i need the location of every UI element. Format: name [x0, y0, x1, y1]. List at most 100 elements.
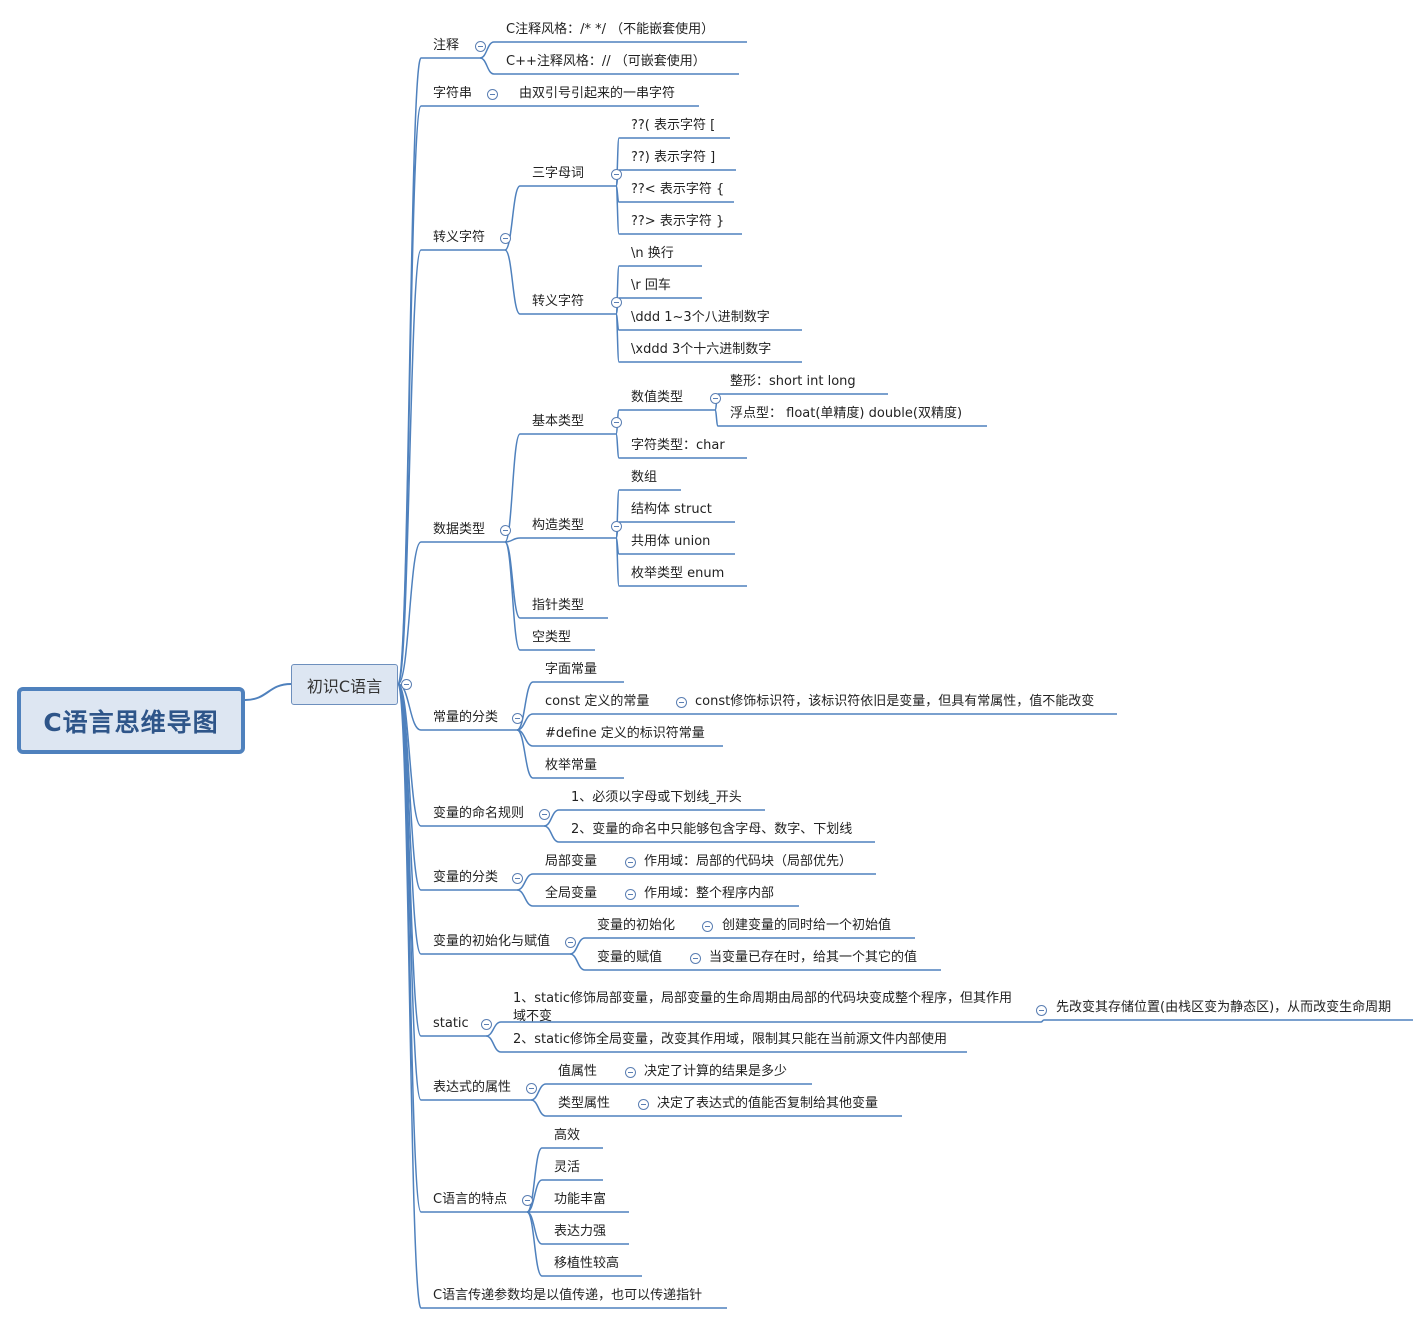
topic-node-5[interactable]: 由双引号引起来的一串字符	[519, 86, 676, 101]
topic-node-23[interactable]: 构造类型	[532, 518, 585, 533]
topic-node-48[interactable]: 当变量已存在时，给其一个其它的值	[709, 950, 918, 965]
topic-node-51[interactable]: 先改变其存储位置(由栈区变为静态区)，从而改变生命周期	[1056, 1000, 1392, 1015]
connector-branches-2-children-1-label	[504, 249, 521, 315]
branch-5-collapse-icon[interactable]	[539, 809, 550, 820]
topic-node-50[interactable]: 1、static修饰局部变量，局部变量的生命周期由局部的代码块变成整个程序，但其…	[513, 991, 1012, 1024]
main-to-branch-7	[397, 683, 422, 955]
main-topic-label: 初识C语言	[306, 676, 383, 696]
main-to-branch-10	[397, 683, 422, 1213]
topic-node-44[interactable]: 变量的初始化与赋值	[433, 934, 551, 949]
topic-node-47[interactable]: 变量的赋值	[597, 950, 663, 965]
topic-node-7[interactable]: 三字母词	[532, 166, 585, 181]
root-topic[interactable]: C语言思维导图	[17, 687, 245, 754]
topic-node-29[interactable]: 空类型	[532, 630, 572, 645]
topic-node-45[interactable]: 变量的初始化	[597, 918, 676, 933]
main-topic-collapse-icon[interactable]	[401, 679, 412, 690]
topic-node-52[interactable]: 2、static修饰全局变量，改变其作用域，限制其只能在当前源文件内部使用	[513, 1032, 947, 1047]
branch-9-collapse-icon[interactable]	[526, 1083, 537, 1094]
topic-node-26[interactable]: 共用体 union	[631, 534, 711, 549]
node-branches-7-children-0-label-collapse-icon[interactable]	[702, 921, 713, 932]
topic-node-46[interactable]: 创建变量的同时给一个初始值	[722, 918, 892, 933]
node-branches-4-children-1-label-collapse-icon[interactable]	[676, 697, 687, 708]
node-branches-8-children-0-label-collapse-icon[interactable]	[1036, 1005, 1047, 1016]
topic-node-53[interactable]: 表达式的属性	[433, 1080, 512, 1095]
topic-node-17[interactable]: 数据类型	[433, 522, 486, 537]
topic-node-21[interactable]: 浮点型： float(单精度) double(双精度)	[730, 406, 963, 421]
topic-node-8[interactable]: ??( 表示字符 [	[631, 118, 716, 133]
topic-node-9[interactable]: ??) 表示字符 ]	[631, 150, 716, 165]
topic-node-4[interactable]: 字符串	[433, 86, 473, 101]
node-branches-3-children-1-label-collapse-icon[interactable]	[611, 521, 622, 532]
topic-node-40[interactable]: 局部变量	[545, 854, 598, 869]
topic-node-38[interactable]: 2、变量的命名中只能够包含字母、数字、下划线	[571, 822, 853, 837]
branch-3-collapse-icon[interactable]	[500, 525, 511, 536]
topic-node-49[interactable]: static	[433, 1016, 469, 1031]
topic-node-20[interactable]: 整形：short int long	[730, 374, 856, 389]
topic-node-39[interactable]: 变量的分类	[433, 870, 499, 885]
node-branches-2-children-0-label-collapse-icon[interactable]	[611, 169, 622, 180]
topic-node-41[interactable]: 作用域：局部的代码块（局部优先）	[644, 854, 853, 869]
node-branches-9-children-0-label-collapse-icon[interactable]	[625, 1067, 636, 1078]
node-branches-6-children-1-label-collapse-icon[interactable]	[625, 889, 636, 900]
topic-node-59[interactable]: 高效	[554, 1128, 581, 1143]
topic-node-11[interactable]: ??> 表示字符 }	[631, 214, 725, 229]
branch-10-collapse-icon[interactable]	[522, 1195, 533, 1206]
branch-2-collapse-icon[interactable]	[500, 233, 511, 244]
topic-node-61[interactable]: 功能丰富	[554, 1192, 607, 1207]
topic-node-3[interactable]: C++注释风格：// （可嵌套使用）	[506, 54, 706, 69]
connector-branches-6-children-1-label	[516, 889, 534, 907]
topic-node-10[interactable]: ??< 表示字符 {	[631, 182, 725, 197]
topic-node-43[interactable]: 作用域：整个程序内部	[644, 886, 775, 901]
topic-node-13[interactable]: \n 换行	[631, 246, 674, 261]
node-branches-2-children-1-label-collapse-icon[interactable]	[611, 297, 622, 308]
branch-7-collapse-icon[interactable]	[565, 937, 576, 948]
node-branches-6-children-0-label-collapse-icon[interactable]	[625, 857, 636, 868]
topic-node-37[interactable]: 1、必须以字母或下划线_开头	[571, 790, 742, 805]
topic-node-32[interactable]: const 定义的常量	[545, 694, 650, 709]
node-branches-3-children-0-children-0-label-collapse-icon[interactable]	[710, 393, 721, 404]
topic-node-58[interactable]: C语言的特点	[433, 1192, 508, 1207]
topic-node-60[interactable]: 灵活	[554, 1160, 581, 1175]
topic-node-22[interactable]: 字符类型：char	[631, 438, 725, 453]
connector-branches-4-children-2-label	[516, 729, 534, 747]
topic-node-63[interactable]: 移植性较高	[554, 1256, 620, 1271]
branch-8-collapse-icon[interactable]	[481, 1019, 492, 1030]
topic-node-14[interactable]: \r 回车	[631, 278, 671, 293]
main-topic[interactable]: 初识C语言	[291, 664, 398, 705]
topic-node-35[interactable]: 枚举常量	[545, 758, 598, 773]
branch-1-collapse-icon[interactable]	[487, 89, 498, 100]
topic-node-25[interactable]: 结构体 struct	[631, 502, 712, 517]
topic-node-16[interactable]: \xddd 3个十六进制数字	[631, 342, 772, 357]
topic-node-18[interactable]: 基本类型	[532, 414, 585, 429]
branch-6-collapse-icon[interactable]	[512, 873, 523, 884]
topic-node-19[interactable]: 数值类型	[631, 390, 684, 405]
topic-node-15[interactable]: \ddd 1~3个八进制数字	[631, 310, 770, 325]
node-branches-3-children-0-label-collapse-icon[interactable]	[611, 417, 622, 428]
branch-4-collapse-icon[interactable]	[512, 713, 523, 724]
topic-node-1[interactable]: 注释	[433, 38, 460, 53]
topic-node-27[interactable]: 枚举类型 enum	[631, 566, 725, 581]
root-topic-label: C语言思维导图	[43, 707, 219, 737]
topic-node-2[interactable]: C注释风格：/* */ （不能嵌套使用）	[506, 22, 715, 37]
topic-node-55[interactable]: 决定了计算的结果是多少	[644, 1064, 788, 1079]
topic-node-56[interactable]: 类型属性	[558, 1096, 611, 1111]
topic-node-6[interactable]: 转义字符	[433, 230, 486, 245]
branch-0-collapse-icon[interactable]	[475, 41, 486, 52]
topic-node-64[interactable]: C语言传递参数均是以值传递，也可以传递指针	[433, 1288, 703, 1303]
connector-branches-3-children-0-children-0-children-1-label	[714, 409, 719, 427]
topic-node-36[interactable]: 变量的命名规则	[433, 806, 525, 821]
topic-node-24[interactable]: 数组	[631, 470, 658, 485]
node-branches-7-children-1-label-collapse-icon[interactable]	[690, 953, 701, 964]
node-branches-9-children-1-label-collapse-icon[interactable]	[638, 1099, 649, 1110]
topic-node-54[interactable]: 值属性	[558, 1064, 598, 1079]
topic-node-33[interactable]: const修饰标识符，该标识符依旧是变量，但具有常属性，值不能改变	[695, 694, 1095, 709]
topic-node-42[interactable]: 全局变量	[545, 886, 598, 901]
topic-node-28[interactable]: 指针类型	[532, 598, 585, 613]
topic-node-57[interactable]: 决定了表达式的值能否复制给其他变量	[657, 1096, 879, 1111]
topic-node-31[interactable]: 字面常量	[545, 662, 598, 677]
topic-node-34[interactable]: #define 定义的标识符常量	[545, 726, 705, 741]
topic-node-62[interactable]: 表达力强	[554, 1224, 607, 1239]
topic-node-30[interactable]: 常量的分类	[433, 710, 499, 725]
root-to-main-connector	[244, 683, 292, 701]
topic-node-12[interactable]: 转义字符	[532, 294, 585, 309]
